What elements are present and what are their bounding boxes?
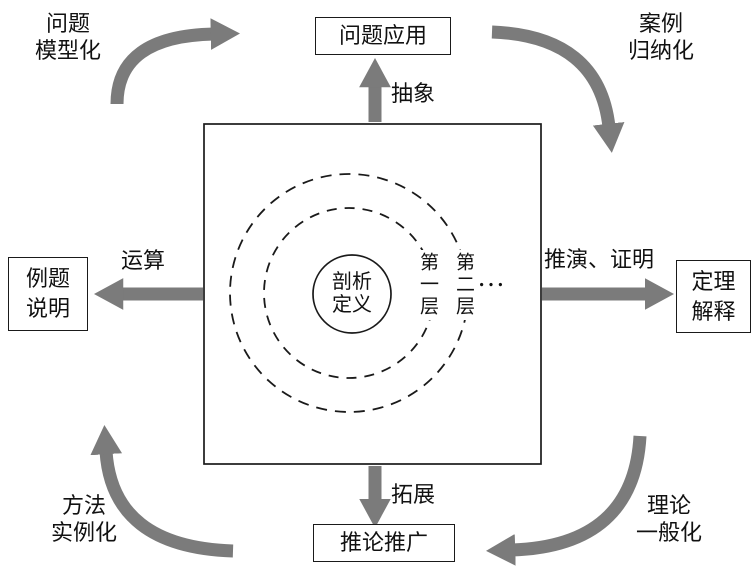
box-corollary-generalization: 推论推广 [313, 524, 455, 562]
arrow-label-deduction-proof: 推演、证明 [544, 247, 655, 272]
layer1-label: 第一层 [416, 250, 439, 320]
corner-tl-line1: 问题 [45, 11, 90, 36]
corner-label-case-induction: 案例 归纳化 [615, 10, 707, 64]
box-corollary-generalization-label: 推论推广 [339, 530, 428, 556]
core-label: 剖析 定义 [312, 271, 392, 317]
box-example-line1: 例题 [25, 266, 70, 292]
corner-label-theory-generalization: 理论 一般化 [621, 492, 717, 546]
corner-label-method-instantiation: 方法 实例化 [36, 492, 132, 546]
corner-label-problem-modeling: 问题 模型化 [22, 10, 114, 64]
corner-tl-line2: 模型化 [34, 38, 101, 63]
curved-arrow-top-right [491, 25, 625, 153]
curved-arrow-top-left [110, 18, 240, 105]
box-theorem-line2: 解释 [691, 298, 736, 324]
box-theorem-line1: 定理 [691, 268, 736, 294]
corner-bl-line2: 实例化 [50, 520, 117, 545]
corner-tr-line2: 归纳化 [627, 38, 694, 63]
box-theorem-explanation: 定理 解释 [676, 260, 751, 333]
core-label-line2: 定义 [332, 294, 372, 316]
box-problem-application: 问题应用 [315, 17, 451, 55]
box-problem-application-label: 问题应用 [338, 23, 427, 49]
box-example-line2: 说明 [25, 296, 70, 321]
corner-bl-line1: 方法 [61, 493, 106, 518]
core-circle [312, 254, 392, 334]
corner-br-line1: 理论 [646, 493, 691, 518]
corner-br-line2: 一般化 [635, 520, 702, 545]
curved-arrow-bottom-left [90, 425, 234, 558]
arrow-label-operation: 运算 [121, 248, 166, 273]
core-label-line1: 剖析 [332, 271, 372, 293]
curved-arrow-bottom-right [486, 435, 647, 566]
layer2-label: 第二层 [452, 250, 475, 320]
box-example-explanation: 例题 说明 [8, 257, 88, 331]
arrow-label-expand: 拓展 [391, 482, 436, 507]
corner-tr-line1: 案例 [638, 11, 683, 36]
arrow-label-abstract: 抽象 [391, 81, 436, 106]
more-layers-ellipsis: … [477, 262, 506, 293]
